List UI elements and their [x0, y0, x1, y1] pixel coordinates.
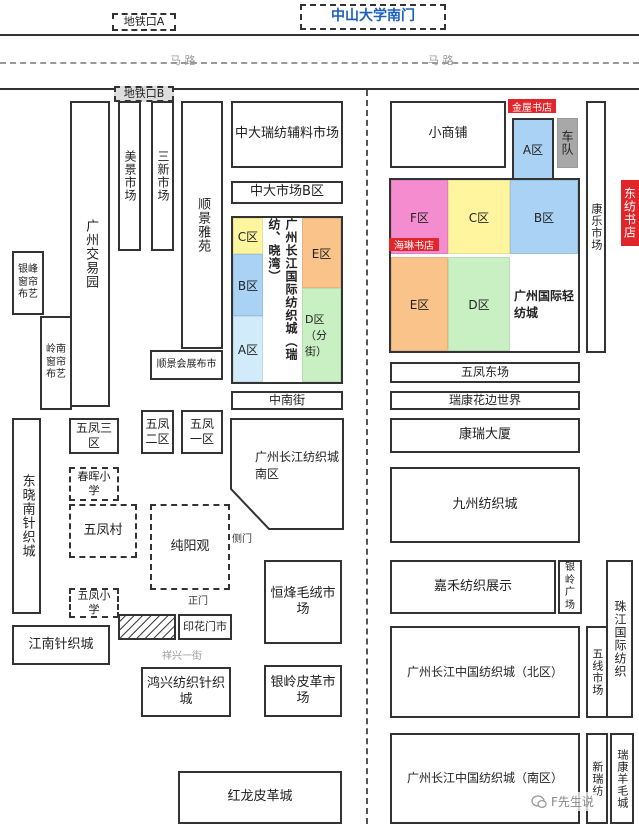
guangzhou-trade-park[interactable]: 广州交易园: [70, 101, 110, 407]
light-zone-b[interactable]: B区: [510, 180, 578, 254]
wufeng-area-1[interactable]: 五凤一区: [181, 410, 223, 454]
hongxing-knitting-city[interactable]: 鸿兴纺织针织城: [141, 667, 231, 717]
metro-exit-b[interactable]: 地铁口B: [114, 86, 174, 102]
light-zone-a[interactable]: A区: [512, 118, 554, 180]
cj-zone-d[interactable]: D区（分街）: [302, 288, 341, 382]
zhongnan-street[interactable]: 中南街: [231, 391, 343, 410]
wufeng-area-2[interactable]: 五凤二区: [141, 410, 174, 454]
watermark-text: F先生说: [551, 795, 594, 809]
hatched-block: [118, 614, 176, 640]
lingnan-curtain[interactable]: 岭南窗帘布艺: [40, 316, 72, 410]
shunjing-yayuan[interactable]: 顺景雅苑: [181, 101, 223, 349]
sun-yatsen-south-gate[interactable]: 中山大学南门: [300, 4, 446, 30]
honglong-leather-city[interactable]: 红龙皮革城: [178, 771, 342, 824]
xiangxing-street-label: 祥兴一街: [162, 651, 202, 662]
cj-zone-a[interactable]: A区: [233, 316, 263, 382]
zhongda-market-b[interactable]: 中大市场B区: [231, 181, 343, 204]
wufeng-primary-school[interactable]: 五凤小学: [69, 588, 119, 618]
hengfeng-wool-market[interactable]: 恒烽毛绒市场: [264, 560, 342, 644]
changjiang-south-outline: [230, 418, 344, 530]
center-street-line: [366, 90, 368, 824]
wuxian-market[interactable]: 五线市场: [586, 626, 608, 718]
ruikang-wool-city[interactable]: 瑞康羊毛城: [610, 733, 634, 824]
shunjing-exhibition[interactable]: 顺景会展布市: [150, 350, 223, 380]
light-zone-e[interactable]: E区: [391, 257, 448, 351]
meijing-market[interactable]: 美景市场: [118, 101, 141, 251]
wufeng-east-market[interactable]: 五凤东场: [390, 362, 580, 383]
road-bottom-edge: [0, 88, 639, 90]
dongfang-bookstore[interactable]: 东纺书店: [621, 180, 639, 246]
pearl-river-intl-textile[interactable]: 珠江国际纺织: [606, 560, 633, 718]
changjiang-south-district[interactable]: 广州长江纺织城南区: [255, 450, 340, 481]
chunhui-primary-school[interactable]: 春晖小学: [69, 467, 119, 501]
main-gate-label: 正门: [188, 596, 208, 607]
jinwu-bookstore[interactable]: 金屋书店: [508, 99, 556, 114]
kangrui-tower[interactable]: 康瑞大厦: [390, 418, 580, 453]
kangle-market[interactable]: 康乐市场: [586, 101, 606, 353]
yinling-square[interactable]: 银岭广场: [558, 560, 582, 614]
changjiang-china-north[interactable]: 广州长江中国纺织城（北区）: [390, 626, 580, 718]
road-label-right: 马 路: [428, 54, 454, 67]
wufeng-village[interactable]: 五凤村: [69, 504, 137, 558]
watermark: F先生说: [528, 792, 597, 811]
jiahe-textile-showroom[interactable]: 嘉禾纺织展示: [390, 560, 556, 614]
cj-zone-c[interactable]: C区: [233, 218, 263, 254]
chunyang-temple[interactable]: 纯阳观: [150, 504, 230, 590]
side-gate-label: 侧门: [232, 534, 252, 545]
small-shops[interactable]: 小商铺: [390, 101, 506, 168]
light-zone-d[interactable]: D区: [448, 257, 510, 351]
hailin-bookstore[interactable]: 海琳书店: [389, 238, 439, 252]
dongxiao-south-knitting[interactable]: 东晓南针织城: [12, 418, 41, 614]
chat-bubble-icon: [531, 794, 547, 808]
road-top-edge: [0, 34, 639, 36]
cj-zone-b[interactable]: B区: [233, 254, 263, 316]
fleet-depot[interactable]: 车队: [557, 118, 578, 168]
road-center-line: [0, 62, 639, 64]
wufeng-area-3[interactable]: 五凤三区: [69, 418, 119, 454]
light-textile-label: 广州国际轻纺城: [514, 289, 575, 320]
metro-exit-a[interactable]: 地铁口A: [112, 13, 176, 31]
jiuzhou-textile-city[interactable]: 九州纺织城: [390, 467, 580, 543]
cj-zone-e[interactable]: E区: [302, 218, 341, 288]
yinling-leather-market[interactable]: 银岭皮革市场: [264, 665, 342, 717]
road-label-left: 马 路: [170, 54, 196, 67]
zhongda-accessory-market[interactable]: 中大瑞纺辅料市场: [231, 101, 343, 168]
cj-main-label: 广州长江国际纺织城（瑞纺、晓湾）: [267, 218, 298, 361]
yinfeng-curtain[interactable]: 银峰窗帘布艺: [12, 251, 44, 315]
ruikang-lace-world[interactable]: 瑞康花边世界: [390, 391, 580, 410]
yinhua-shop[interactable]: 印花门市: [178, 614, 232, 640]
jiangnan-knitting-city[interactable]: 江南针织城: [12, 625, 110, 665]
sanxin-market[interactable]: 三新市场: [151, 101, 174, 251]
light-zone-c[interactable]: C区: [448, 180, 510, 254]
